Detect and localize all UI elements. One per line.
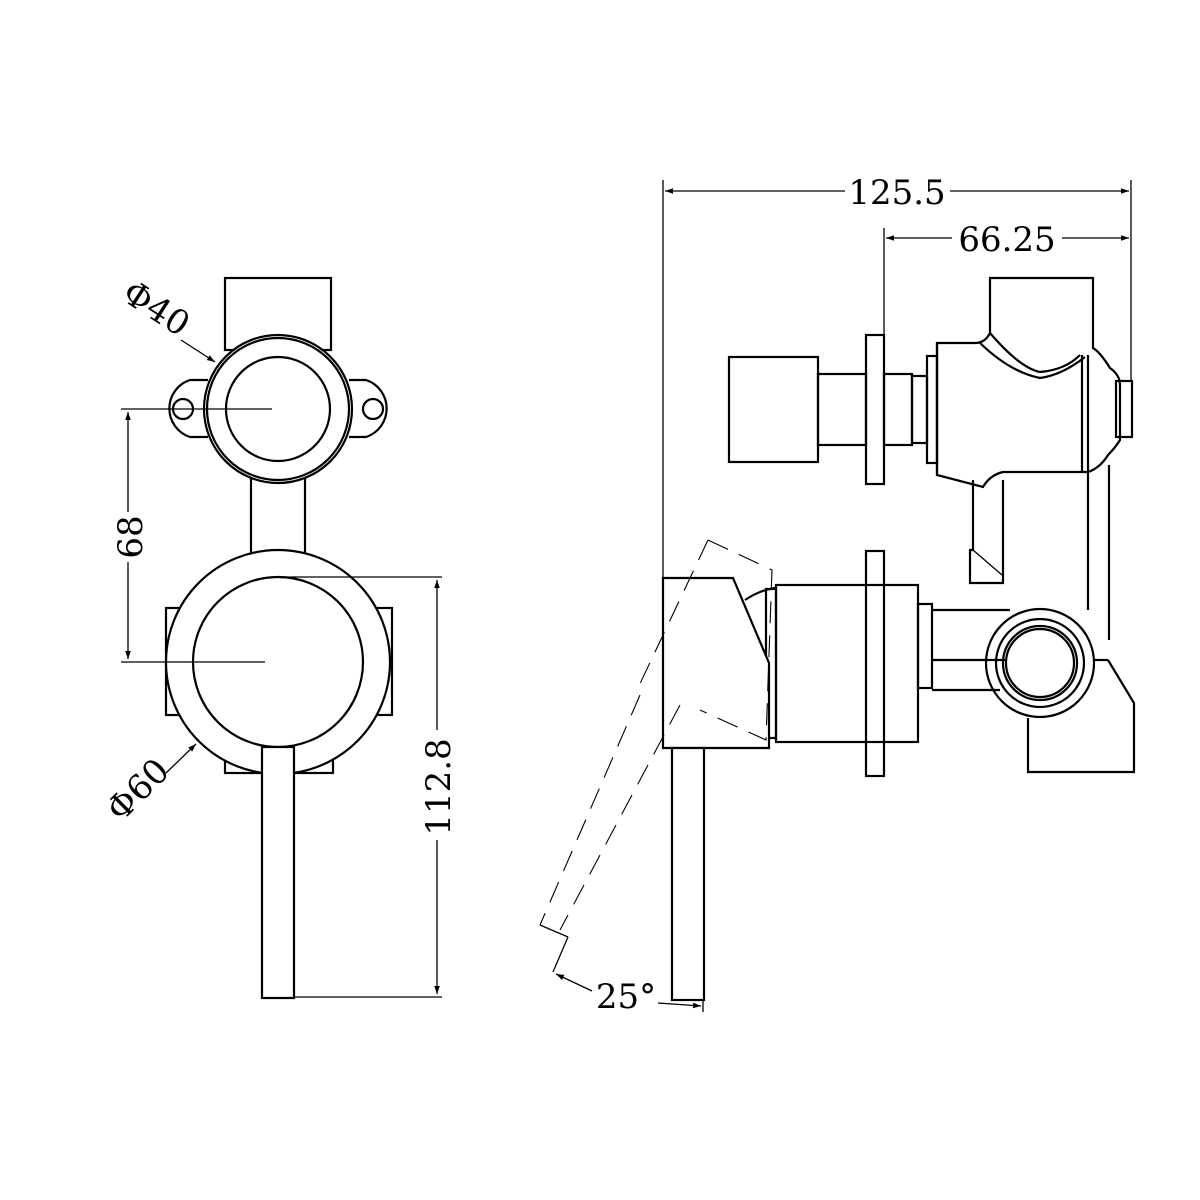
dim-outlet-diameter: Φ40 [115,273,196,345]
lever-rotated-outline [699,539,773,741]
side-view: 125.5 66.25 [539,170,1136,1017]
dim-plate-diameter: Φ60 [99,751,178,830]
right-mount-hole [361,397,385,421]
valve-body-upper [935,276,1122,489]
side-port [1114,379,1134,439]
valve-body-lower [1026,659,1136,774]
upper-flange [864,333,886,486]
lever-housing [661,576,771,750]
outlet-port-outer [984,607,1096,719]
upper-spindle-cap [727,355,820,464]
dim-overall-depth: 125.5 [848,173,945,213]
dim-lever-angle: 25° [596,977,656,1017]
front-view: 68 112.8 Φ40 Φ60 [99,273,459,1000]
outlet-port-inner [1001,624,1079,702]
right-mount-lug [349,378,388,439]
lower-flange [864,549,886,778]
lever-handle-side [670,746,706,1002]
dim-overall-height: 112.8 [419,738,459,835]
lever-handle-front [260,745,296,1000]
connector-neck [249,468,307,562]
lower-cartridge [774,583,920,744]
dim-body-depth: 66.25 [958,220,1055,260]
dim-center-distance: 68 [111,515,151,558]
